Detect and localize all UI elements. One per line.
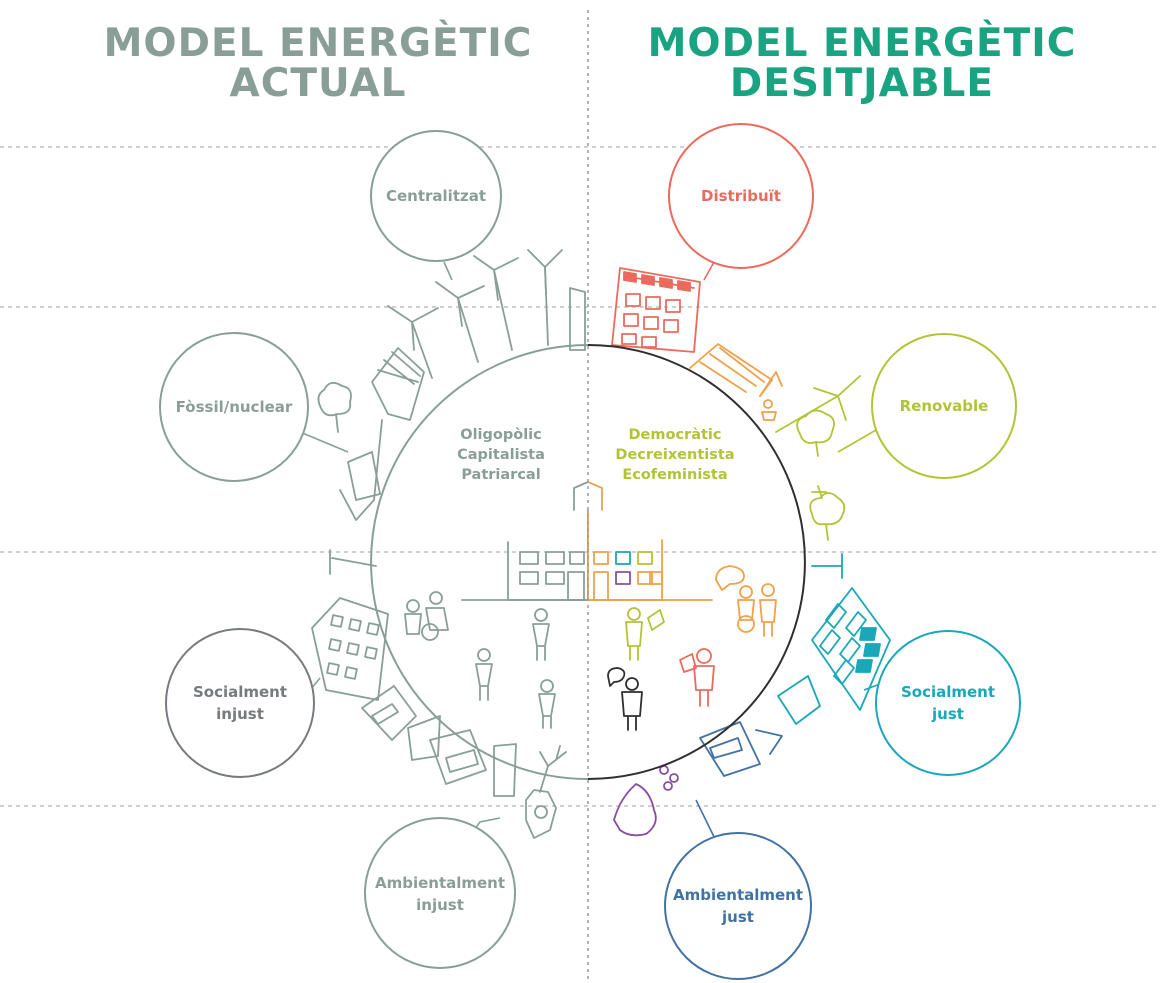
left-houses-icon — [361, 685, 517, 797]
bubble-ambientalment-just: Ambientalment just — [664, 832, 812, 980]
window-lime — [637, 551, 653, 565]
right-school-icon — [588, 481, 713, 601]
label-socialment-just-2: just — [931, 705, 964, 723]
left-center-line1: Oligopòlic — [460, 427, 542, 443]
center-circle-left-arc — [370, 344, 589, 780]
label-fossil-nuclear: Fòssil/nuclear — [176, 398, 293, 416]
label-ambientalment-just-1: Ambientalment — [673, 886, 803, 904]
label-renovable: Renovable — [900, 397, 989, 415]
label-ambientalment-injust-2: injust — [416, 896, 464, 914]
connectors — [299, 261, 881, 847]
blue-houses-icon — [699, 721, 783, 777]
label-centralitzat: Centralitzat — [386, 187, 486, 205]
bubble-fossil-nuclear: Fòssil/nuclear — [159, 332, 309, 482]
left-title-line1: MODEL ENERGÈTIC — [104, 19, 533, 66]
bubble-socialment-injust: Socialment injust — [165, 628, 315, 778]
right-center-line1: Democràtic — [629, 427, 722, 443]
right-people-icon — [607, 565, 777, 731]
right-illustration — [588, 267, 891, 837]
window-purple — [615, 571, 631, 585]
dead-tree-icon — [525, 745, 567, 839]
solar-house-icon — [689, 343, 783, 421]
label-ambientalment-just-2: just — [721, 908, 754, 926]
red-building-icon — [611, 267, 701, 353]
left-title-line2: ACTUAL — [230, 61, 407, 106]
bubble-ambientalment-injust: Ambientalment injust — [364, 817, 516, 969]
right-title-line1: MODEL ENERGÈTIC — [648, 19, 1077, 66]
label-socialment-injust-2: injust — [216, 705, 264, 723]
label-socialment-just-1: Socialment — [901, 683, 995, 701]
bubble-centralitzat: Centralitzat — [370, 130, 502, 262]
label-ambientalment-injust-1: Ambientalment — [375, 874, 505, 892]
label-socialment-injust-1: Socialment — [193, 683, 287, 701]
bubble-renovable: Renovable — [871, 333, 1017, 479]
left-tree-icon — [317, 381, 352, 433]
left-school-icon — [461, 481, 588, 601]
right-title-line2: DESITJABLE — [730, 61, 994, 106]
window-teal — [615, 551, 631, 565]
bubble-socialment-just: Socialment just — [875, 630, 1021, 776]
label-distribuit: Distribuït — [701, 187, 781, 205]
bubble-distribuit: Distribuït — [668, 123, 814, 269]
right-center-line2: Decreixentista — [615, 447, 734, 463]
center-circle-right-arc — [587, 344, 806, 780]
right-wind-turbine-icon — [775, 375, 861, 433]
right-center-line3: Ecofeminista — [622, 467, 727, 483]
left-people-icon — [404, 591, 556, 729]
left-illustration — [311, 249, 588, 839]
left-building-icon — [311, 597, 389, 701]
right-trees-icon — [796, 409, 846, 541]
window-orange — [637, 571, 653, 585]
wind-turbines-icon — [387, 249, 586, 379]
left-center-line2: Capitalista — [457, 447, 545, 463]
left-center-line3: Patriarcal — [461, 467, 540, 483]
teal-building-icon — [777, 553, 891, 725]
power-plant-icon — [339, 347, 425, 521]
